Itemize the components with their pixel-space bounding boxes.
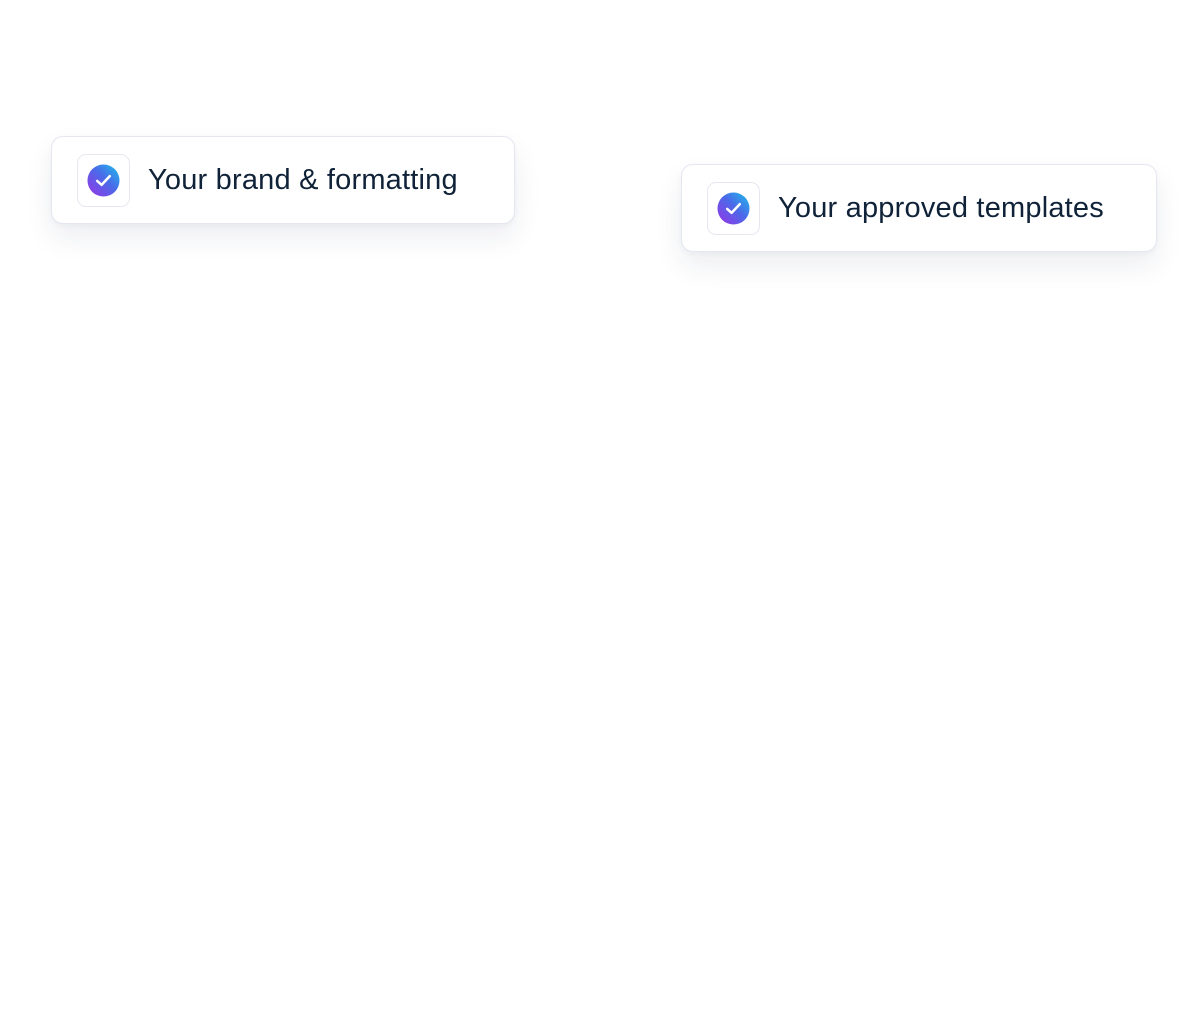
check-circle-icon <box>717 191 750 225</box>
feature-label: Your approved templates <box>778 191 1104 224</box>
icon-box <box>707 181 760 235</box>
feature-card-brand-formatting: Your brand & formatting <box>51 136 515 224</box>
feature-label: Your brand & formatting <box>148 163 458 196</box>
icon-box <box>77 153 130 207</box>
check-circle-icon <box>87 163 120 197</box>
feature-card-approved-templates: Your approved templates <box>681 164 1157 252</box>
